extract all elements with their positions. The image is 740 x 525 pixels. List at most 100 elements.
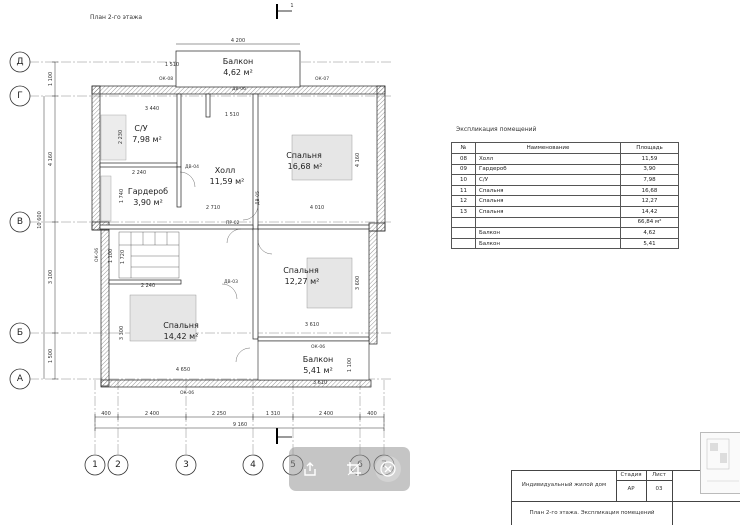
- row-area: 3,90: [620, 163, 679, 176]
- room-name-balcony-bottom: Балкон: [303, 355, 333, 364]
- bathtub: [100, 114, 127, 161]
- header-area: Площадь: [620, 142, 679, 154]
- dim-inner-1: 3 440: [145, 106, 159, 112]
- row-area: 14,42: [620, 205, 679, 218]
- title-block: Индивидуальный жилой дом Стадия Лист АР …: [511, 470, 740, 525]
- dim-left-total: 10 600: [37, 211, 43, 229]
- axis-label-d: Д: [16, 57, 23, 67]
- section-mark-label-top: 1: [290, 3, 293, 9]
- row-area: 4,62: [620, 227, 679, 239]
- title-block-sheet-label: Лист: [652, 472, 666, 478]
- crop-button[interactable]: [341, 456, 367, 482]
- dim-bottom-6: 400: [367, 411, 377, 417]
- dim-inner-18: 1 100: [347, 358, 353, 372]
- title-block-stage: АР: [627, 486, 635, 492]
- dim-inner-2: 1 510: [225, 112, 239, 118]
- title-block-sheet-no: 03: [655, 486, 663, 492]
- dim-left-3: 3 100: [48, 270, 54, 284]
- dim-bottom-1: 400: [101, 411, 111, 417]
- row-name: С/У: [475, 174, 621, 186]
- row-name: Балкон: [475, 227, 621, 239]
- tag-db05: ДВ-05: [255, 191, 261, 205]
- page-thumbnail[interactable]: [700, 432, 740, 494]
- door-swings: [179, 171, 273, 363]
- dim-inner-8: 4 650: [176, 367, 190, 373]
- row-area: 12,27: [620, 195, 679, 207]
- dim-inner-7: 2 240: [141, 283, 155, 289]
- room-name-bedroom-e: Спальня: [283, 266, 319, 275]
- axis-label-v: В: [17, 217, 23, 227]
- dim-inner-16: 2 230: [118, 130, 124, 144]
- dim-inner-12: 1 740: [119, 189, 125, 203]
- share-button[interactable]: [297, 456, 323, 482]
- row-name: Холл: [475, 153, 621, 165]
- dim-bottom-total: 9 160: [233, 422, 247, 428]
- bed-ne: [291, 134, 353, 181]
- thumbnail-preview: [706, 438, 739, 482]
- floating-toolbar: [289, 447, 410, 491]
- dim-bottom-3: 2 250: [212, 411, 226, 417]
- explication-title: Экспликация помещений: [456, 126, 537, 133]
- dim-bottom-2: 2 400: [145, 411, 159, 417]
- table-row-total: 66,84 м²: [451, 216, 679, 229]
- room-name-bedroom-sw: Спальня: [163, 321, 199, 330]
- row-num: [451, 227, 476, 239]
- axis-label-1: 1: [92, 460, 98, 470]
- header-num: №: [451, 142, 476, 154]
- row-area: 11,59: [620, 153, 679, 165]
- row-area: 5,41: [620, 237, 679, 250]
- row-num: 10: [451, 174, 476, 186]
- tag-ok06-bottom: ОК-06: [311, 344, 325, 350]
- balcony-top: [175, 50, 301, 88]
- axis-label-a: А: [17, 374, 24, 384]
- axis-label-b: Б: [17, 328, 23, 338]
- share-icon: [304, 462, 316, 476]
- room-area-bedroom-sw: 14,42 м²: [164, 332, 199, 341]
- dim-inner-11: 1 720: [120, 250, 126, 264]
- room-area-balcony-bottom: 5,41 м²: [303, 366, 333, 375]
- tag-ok06-left: ОК-06: [94, 248, 100, 262]
- dim-inner-4: 2 710: [206, 205, 220, 211]
- row-area: 66,84 м²: [620, 216, 679, 229]
- room-name-hall: Холл: [215, 166, 236, 175]
- dim-inner-9: 3 610: [313, 380, 327, 386]
- balcony-bottom-outline: [257, 340, 370, 381]
- axis-label-3: 3: [183, 460, 189, 470]
- title-block-stage-label: Стадия: [620, 472, 642, 478]
- room-name-bathroom: С/У: [134, 124, 147, 133]
- dim-inner-15: 3 300: [119, 326, 125, 340]
- stairs: [118, 231, 180, 279]
- axis-label-4: 4: [250, 460, 256, 470]
- axis-lines-horizontal: [29, 61, 392, 380]
- row-name: Балкон: [475, 237, 621, 250]
- dim-left-1: 1 100: [48, 72, 54, 86]
- dim-inner-6: 3 610: [305, 322, 319, 328]
- axis-lines-vertical: [94, 380, 385, 455]
- tag-ok07: ОК-07: [315, 76, 329, 82]
- dim-inner-5: 4 010: [310, 205, 324, 211]
- row-name: Гардероб: [475, 163, 621, 176]
- row-name: Спальня: [475, 205, 621, 218]
- axis-label-g: Г: [17, 91, 23, 101]
- plan-title: План 2-го этажа: [90, 14, 142, 21]
- tag-db06: ДВ-06: [232, 86, 246, 92]
- room-name-balcony-top: Балкон: [223, 57, 253, 66]
- row-num: 11: [451, 184, 476, 197]
- title-block-project: Индивидуальный жилой дом: [521, 482, 607, 488]
- bed-sw: [129, 294, 197, 342]
- close-button[interactable]: [375, 456, 401, 482]
- row-num: [451, 216, 476, 229]
- room-name-wardrobe: Гардероб: [128, 187, 168, 196]
- room-area-hall: 11,59 м²: [210, 177, 245, 186]
- close-icon: [380, 461, 396, 477]
- axis-label-2: 2: [115, 460, 121, 470]
- dim-inner-14: 3 600: [355, 276, 361, 290]
- table-header-row: № Наименование Площадь: [451, 142, 679, 154]
